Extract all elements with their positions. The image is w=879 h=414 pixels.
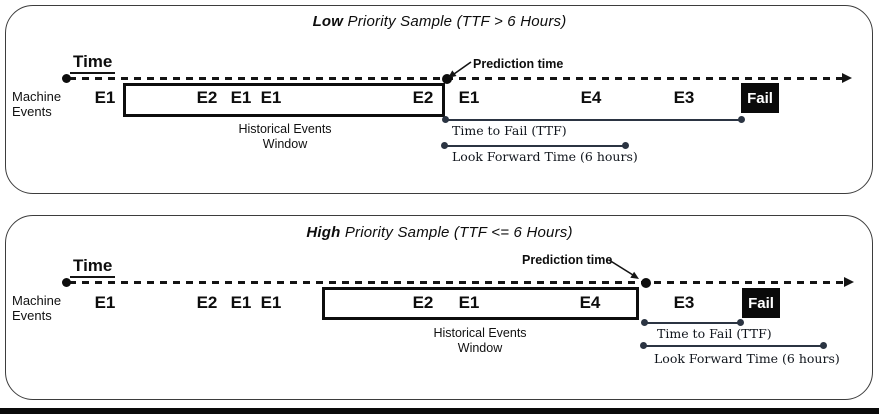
machine-events-label: Machine Events [12, 293, 61, 323]
event-label: E3 [673, 293, 695, 312]
look-forward-line [445, 145, 626, 147]
event-label: E3 [673, 88, 695, 107]
historical-window-label-line2: Window [262, 137, 308, 151]
title-emphasis: Low [312, 13, 344, 30]
prediction-time-label: Prediction time [522, 253, 613, 267]
look-forward-start-dot [640, 342, 647, 349]
event-label: E2 [196, 293, 218, 312]
low-panel-frame [5, 5, 873, 194]
look-forward-label: Look Forward Time (6 hours) [452, 149, 638, 164]
machine-events-label: Machine Events [12, 89, 61, 119]
machine-events-line1: Machine [12, 89, 62, 104]
ttf-label: Time to Fail (TTF) [657, 326, 772, 341]
prediction-time-label: Prediction time [473, 57, 564, 71]
machine-events-line1: Machine [12, 293, 62, 308]
timeline-start-dot [62, 278, 71, 287]
historical-window-label-line2: Window [457, 341, 503, 355]
event-label: E1 [94, 88, 116, 107]
prediction-time-dot [641, 278, 651, 288]
ttf-line-end-dot [737, 319, 744, 326]
historical-events-window-box [322, 287, 639, 320]
event-label: E1 [230, 88, 252, 107]
time-axis-label: Time [70, 256, 116, 278]
event-label: E1 [260, 88, 282, 107]
historical-window-label-line1: Historical Events [238, 122, 332, 136]
low-panel-title: Low Priority Sample (TTF > 6 Hours) [0, 13, 879, 30]
ttf-line [446, 119, 742, 121]
prediction-arrow-icon [608, 259, 639, 279]
ttf-line-end-dot [738, 116, 745, 123]
event-label: E1 [458, 293, 480, 312]
event-label: E4 [579, 293, 601, 312]
look-forward-label: Look Forward Time (6 hours) [654, 351, 840, 366]
historical-window-label-line1: Historical Events [433, 326, 527, 340]
historical-window-label: Historical Events Window [380, 326, 580, 356]
event-label: E2 [412, 88, 434, 107]
machine-events-line2: Events [12, 104, 52, 119]
timeline-start-dot [62, 74, 71, 83]
timeline-arrowhead-icon [844, 277, 854, 287]
ttf-line-start-dot [442, 116, 449, 123]
event-label: E2 [196, 88, 218, 107]
event-label: E1 [260, 293, 282, 312]
look-forward-line [644, 345, 824, 347]
timeline-dashed-line [69, 281, 844, 284]
fail-badge: Fail [741, 83, 779, 113]
high-panel-frame [5, 215, 873, 400]
title-rest: Priority Sample (TTF <= 6 Hours) [340, 224, 573, 241]
ttf-label: Time to Fail (TTF) [452, 123, 567, 138]
historical-window-label: Historical Events Window [185, 122, 385, 152]
machine-events-line2: Events [12, 308, 52, 323]
timeline-arrowhead-icon [842, 73, 852, 83]
look-forward-end-dot [820, 342, 827, 349]
event-label: E1 [458, 88, 480, 107]
fail-badge: Fail [742, 288, 780, 318]
time-axis-label: Time [70, 52, 116, 74]
prediction-time-dot [442, 74, 452, 84]
event-label: E4 [580, 88, 602, 107]
event-label: E2 [412, 293, 434, 312]
high-panel-title: High Priority Sample (TTF <= 6 Hours) [0, 224, 879, 241]
timeline-dashed-line [69, 77, 842, 80]
image-bottom-edge-bar [0, 408, 879, 414]
event-label: E1 [94, 293, 116, 312]
ttf-line-start-dot [641, 319, 648, 326]
title-rest: Priority Sample (TTF > 6 Hours) [343, 13, 567, 30]
look-forward-start-dot [441, 142, 448, 149]
title-emphasis: High [306, 224, 341, 241]
prediction-arrow-icon [448, 61, 472, 78]
look-forward-end-dot [622, 142, 629, 149]
historical-events-window-box [123, 83, 445, 117]
ttf-line [645, 322, 741, 324]
event-label: E1 [230, 293, 252, 312]
